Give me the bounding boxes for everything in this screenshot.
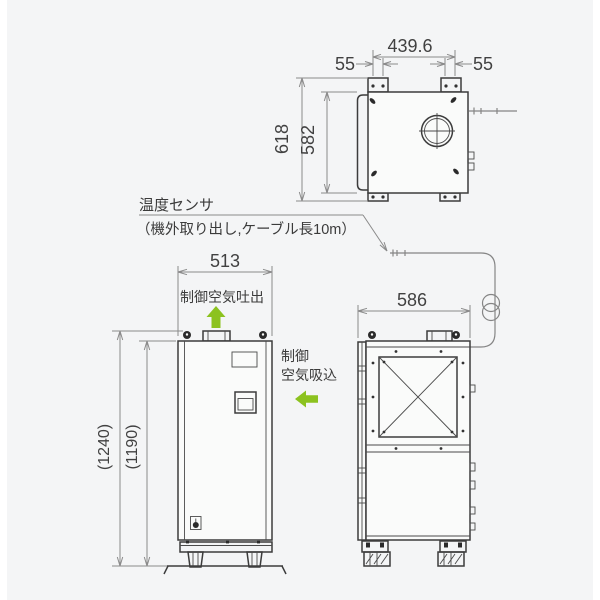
leveling-feet <box>187 551 263 568</box>
dim-height-body: (1190) <box>124 424 141 469</box>
dim-height-overall: (1240) <box>96 424 113 470</box>
sensor-stub <box>469 107 517 115</box>
dim-front-width: 513 <box>210 251 240 271</box>
intake-grille <box>378 356 458 438</box>
control-panel <box>234 391 257 414</box>
nameplate <box>231 351 258 368</box>
top-view <box>356 77 517 202</box>
front-view <box>163 330 287 575</box>
airflow-labels: 制御空気吐出 制御 空気吸込 <box>180 289 337 408</box>
side-view <box>357 330 476 567</box>
dim-depth-body: 582 <box>298 125 318 155</box>
circular-port <box>419 113 455 149</box>
door-lock-icon <box>190 516 202 530</box>
side-view-dimensions: 586 <box>357 290 471 338</box>
dim-depth-overall: 618 <box>272 124 292 154</box>
sensor-cable <box>390 249 501 348</box>
air-intake-arrow-icon <box>295 390 318 408</box>
dim-top-width: 439.6 <box>387 36 432 56</box>
air-intake-label-line1: 制御 <box>281 348 309 364</box>
cable-coil-loop <box>481 302 501 322</box>
dim-side-width: 586 <box>397 290 427 310</box>
cable-coil-loop <box>481 293 501 313</box>
air-intake-label-line2: 空気吸込 <box>281 367 337 383</box>
dim-tab-pitch-left: 55 <box>335 54 355 74</box>
floor-line <box>163 565 287 575</box>
temp-sensor-callout: 温度センサ （機外取り出し,ケーブル長10m） <box>136 197 388 252</box>
front-view-dimensions: 513 (1240) (1190) <box>96 251 273 567</box>
air-discharge-label: 制御空気吐出 <box>180 289 264 305</box>
dim-tab-pitch-right: 55 <box>473 54 493 74</box>
leader-line <box>139 214 388 252</box>
air-discharge-arrow-icon <box>206 306 226 328</box>
temp-sensor-label-line1: 温度センサ <box>139 197 214 214</box>
top-view-dimensions: 439.6 55 55 618 582 <box>272 36 493 202</box>
caster-feet <box>363 551 465 567</box>
drawing-background <box>7 0 593 600</box>
latch-marks <box>369 97 459 177</box>
temp-sensor-label-line2: （機外取り出し,ケーブル長10m） <box>136 220 356 238</box>
